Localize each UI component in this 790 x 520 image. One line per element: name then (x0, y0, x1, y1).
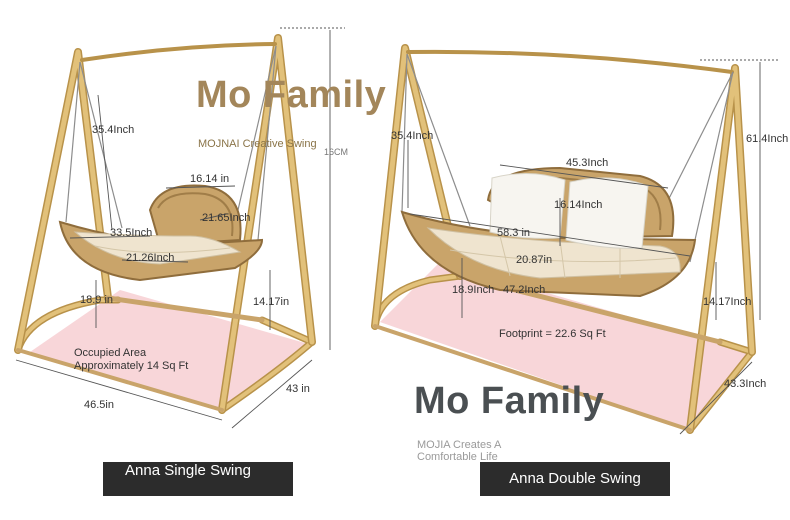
single-back-width: 21.65Inch (202, 212, 251, 224)
single-base-height: 14.17in (253, 296, 290, 308)
single-swing-caption: Anna Single Swing (103, 462, 293, 496)
single-swing-seat (58, 184, 264, 282)
double-back-height: 16.14Inch (554, 199, 603, 211)
single-dimension-lines (15, 27, 345, 429)
double-seat-length: 47.2Inch (503, 284, 546, 296)
double-base-height: 14.17Inch (703, 296, 752, 308)
double-swing-frame (371, 44, 756, 434)
double-top-width: 45.3Inch (566, 157, 609, 169)
single-seat-width: 33.5Inch (110, 227, 153, 239)
double-frame-height: 61.4Inch (746, 133, 789, 145)
double-swing-caption: Anna Double Swing (480, 462, 670, 496)
double-seat-width: 58.3 in (497, 227, 531, 239)
single-seat-depth: 16.14 in (190, 173, 230, 185)
right-pillow (565, 177, 649, 249)
brand-tagline-bottom: MOJIA Creates A Comfortable Life (417, 439, 501, 463)
double-rope-length: 35.4Inch (391, 130, 434, 142)
single-area-label: Occupied Area (74, 347, 147, 359)
brand-name-top: Mo Family (196, 74, 387, 116)
double-seat-depth: 20.87in (516, 254, 553, 266)
single-rope-length: 35.4Inch (92, 124, 135, 136)
double-footprint: Footprint = 22.6 Sq Ft (499, 328, 606, 340)
single-swing-ropes (65, 45, 277, 241)
single-height-partial: 16CM (324, 147, 349, 157)
brand-name-bottom: Mo Family (414, 380, 605, 422)
brand-tagline-top: MOJNAI Creative Swing (198, 138, 317, 150)
double-floor-area (380, 262, 752, 430)
double-frame-depth: 43.3Inch (724, 378, 767, 390)
single-frame-depth: 43 in (286, 383, 310, 395)
single-swing-frame (14, 34, 316, 414)
single-area-value: Approximately 14 Sq Ft (74, 360, 189, 372)
single-floor-area (30, 290, 312, 408)
double-seat-height: 18.9Inch (452, 284, 495, 296)
double-swing-seat (400, 166, 697, 298)
double-dimension-lines (407, 59, 780, 435)
single-seat-length: 21.26Inch (126, 252, 175, 264)
single-seat-height: 18.9 in (80, 294, 114, 306)
single-frame-width: 46.5in (84, 399, 114, 411)
